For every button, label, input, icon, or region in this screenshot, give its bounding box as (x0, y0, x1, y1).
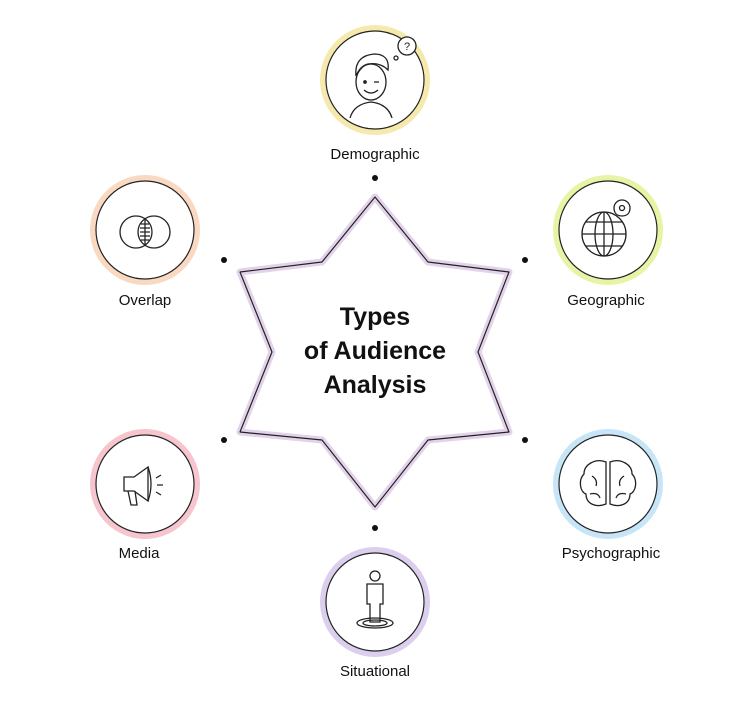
label-situational: Situational (339, 663, 411, 680)
megaphone-icon (123, 465, 163, 506)
label-demographic: Demographic (330, 146, 420, 163)
demographic-ring (320, 25, 430, 135)
connector-dots (221, 175, 528, 531)
svg-text:?: ? (404, 41, 410, 53)
label-psychographic: Psychographic (561, 545, 661, 562)
situational-ring (320, 547, 430, 657)
title-line: Analysis (323, 371, 427, 399)
person-thinking-icon: ? (349, 36, 417, 119)
label-overlap: Overlap (118, 292, 172, 309)
media-ring (90, 429, 200, 539)
label-media: Media (118, 545, 160, 562)
psychographic-ring (553, 429, 663, 539)
title-line: Types (339, 303, 411, 331)
venn-diagram-icon (119, 215, 171, 249)
person-standing-icon (356, 570, 394, 629)
title-line: of Audience (303, 337, 447, 365)
globe-pin-icon (581, 199, 631, 257)
geographic-ring (553, 175, 663, 285)
diagram-title: Types of Audience Analysis (275, 300, 475, 402)
label-geographic: Geographic (567, 292, 645, 309)
brain-icon (579, 460, 637, 507)
